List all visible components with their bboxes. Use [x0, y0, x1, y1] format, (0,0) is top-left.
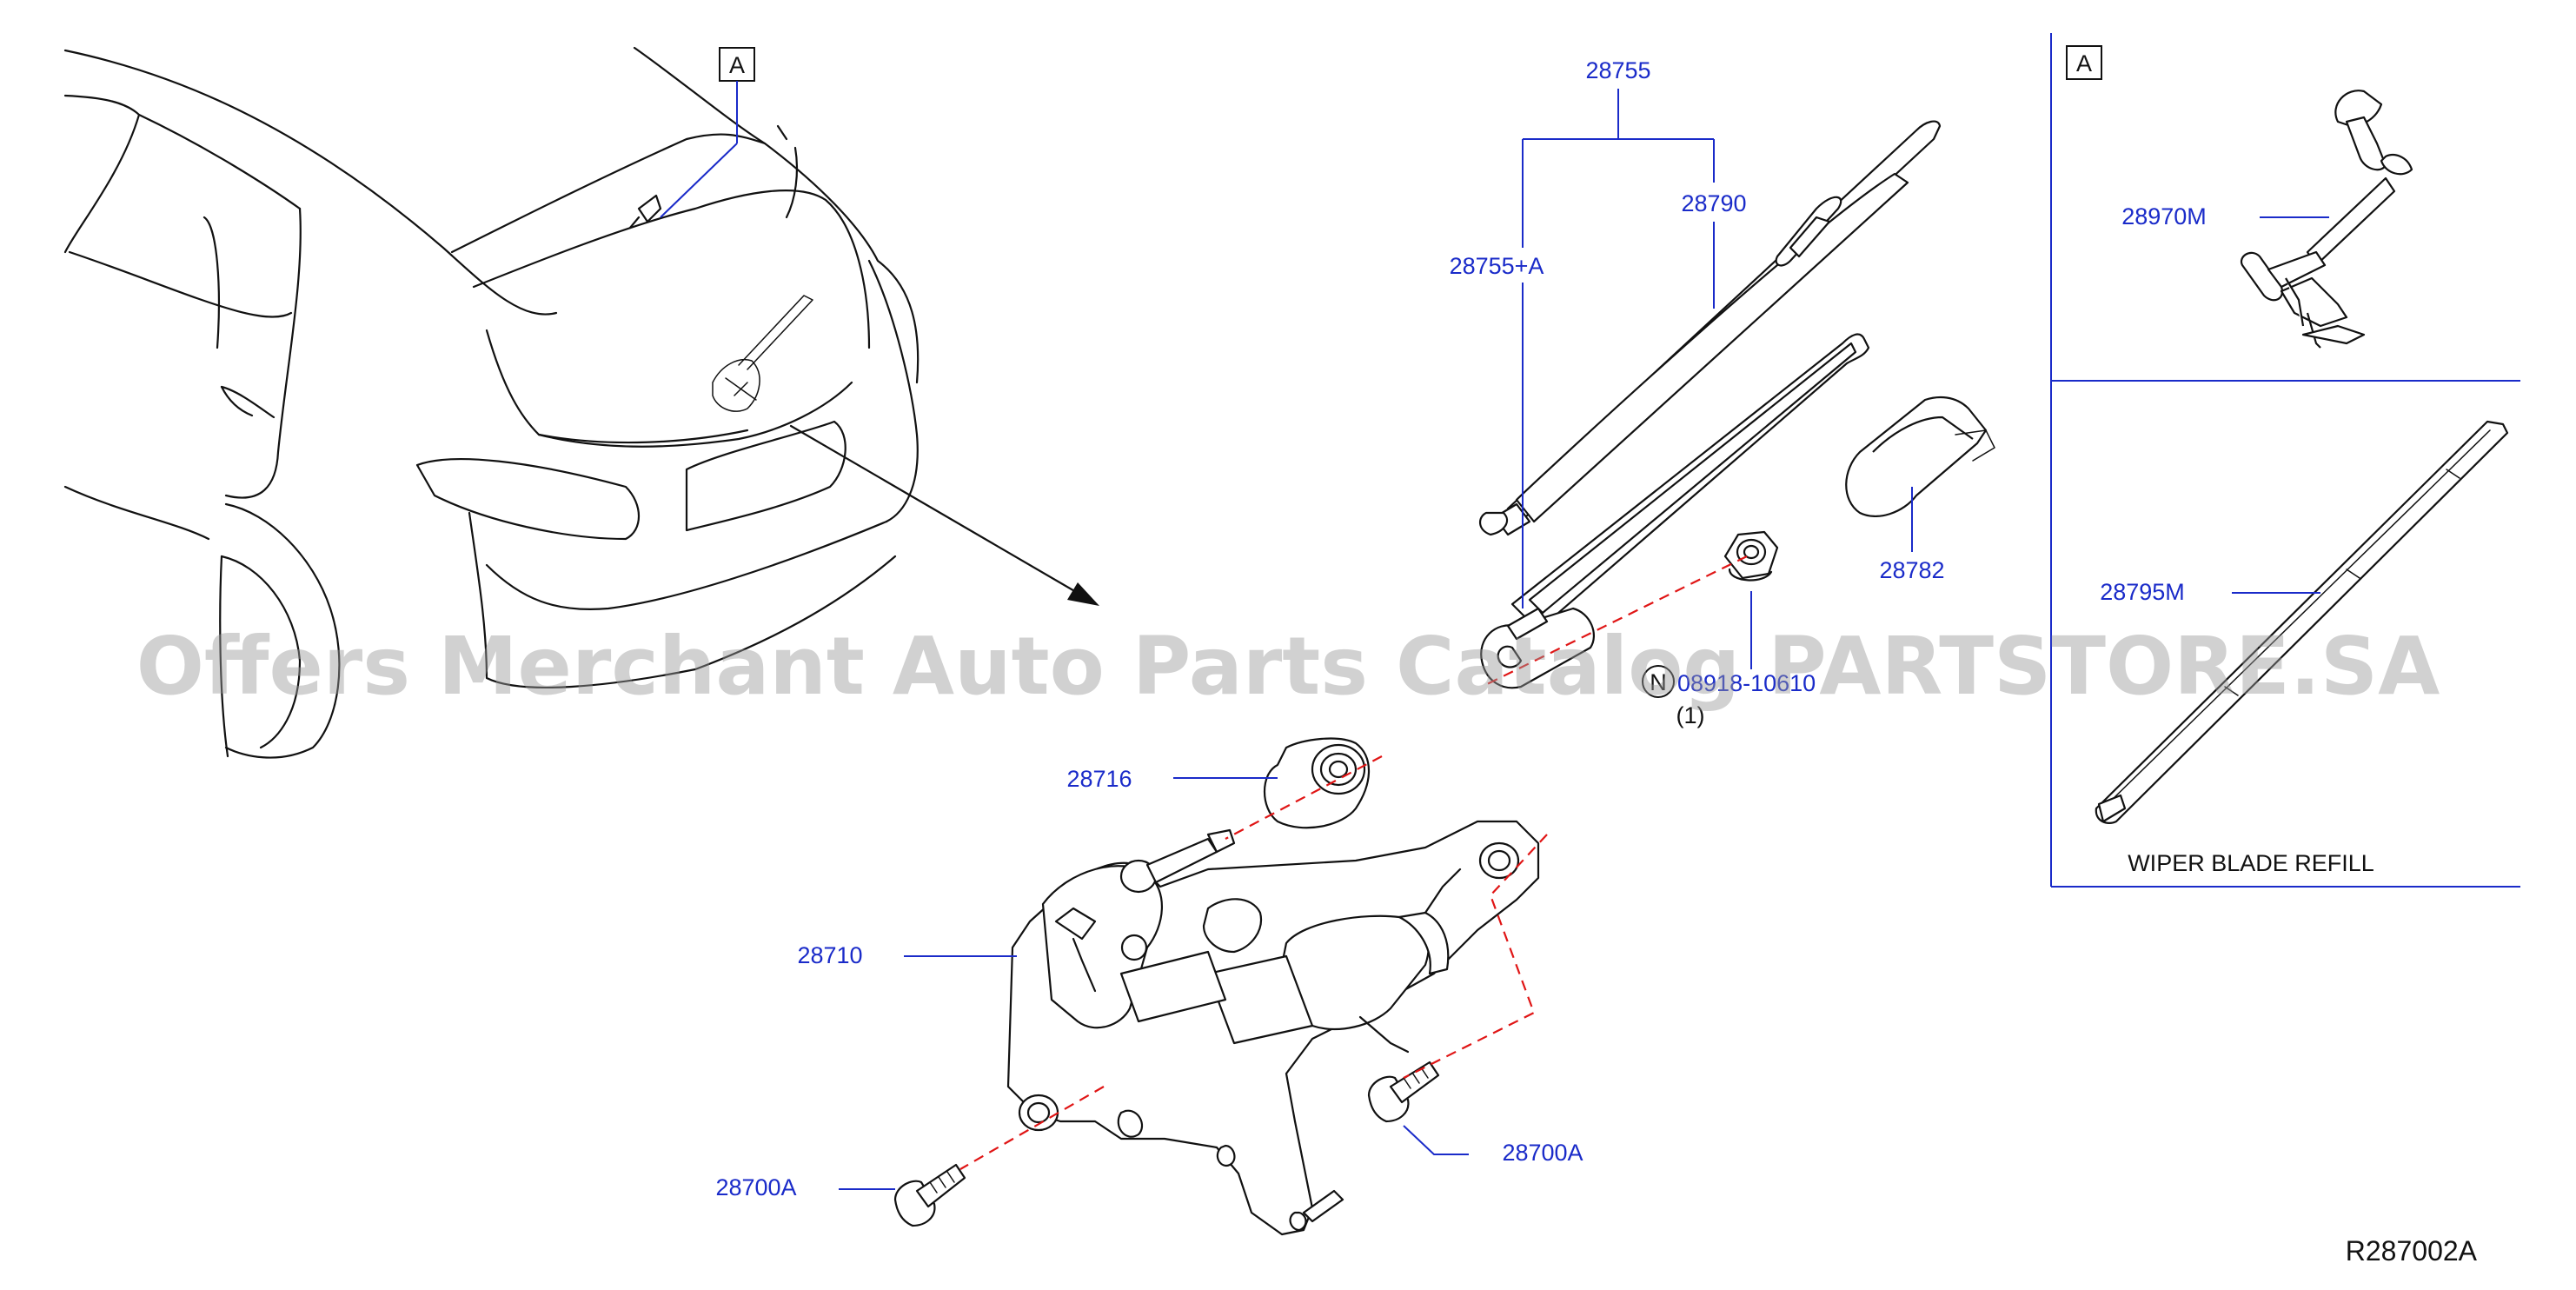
- view-a-marker-text: A: [729, 52, 745, 78]
- reference-code: R287002A: [2346, 1235, 2478, 1267]
- label-28790: 28790: [1681, 190, 1746, 216]
- label-28700a-left: 28700A: [715, 1174, 796, 1200]
- bolt-28700a-left: [893, 1163, 966, 1227]
- view-a-panel-marker-text: A: [2076, 50, 2092, 76]
- detail-arrow: [789, 424, 1099, 606]
- wiper-motor-28710: [1006, 820, 1540, 1236]
- wiper-blade-28755: [1480, 333, 1870, 689]
- label-28716: 28716: [1066, 766, 1132, 792]
- nut-08918: [1723, 530, 1779, 582]
- washer-nozzle-28970m: [2240, 90, 2413, 349]
- label-28795m: 28795M: [2100, 579, 2185, 605]
- label-08918: 08918-10610: [1677, 670, 1816, 696]
- cap-28716: [1263, 737, 1371, 829]
- view-a-panel: A 28970M 28795M WIPER BLADE REFILL: [2050, 33, 2520, 888]
- vehicle-rear-illustration: [63, 46, 920, 759]
- label-08918-prefix: N: [1650, 669, 1667, 695]
- label-28782: 28782: [1879, 557, 1944, 583]
- label-08918-qty: (1): [1676, 702, 1705, 728]
- label-28970m: 28970M: [2121, 203, 2207, 229]
- label-28755: 28755: [1585, 57, 1650, 83]
- view-a-callout: A: [660, 47, 755, 218]
- wiper-blade-refill-28795m: [2095, 420, 2509, 824]
- label-28710: 28710: [797, 942, 862, 968]
- bolt-28700a-right: [1367, 1061, 1440, 1123]
- wiper-cap-28782: [1845, 396, 1995, 517]
- refill-caption: WIPER BLADE REFILL: [2128, 850, 2374, 876]
- wiper-arm-28790: [1479, 120, 1942, 536]
- watermark-text: Offers Merchant Auto Parts Catalog PARTS…: [136, 620, 2440, 713]
- part-labels: 28755 28790 28755+A 28782 N 08918-10610 …: [715, 57, 1944, 1200]
- label-28700a-right: 28700A: [1502, 1140, 1583, 1166]
- assembly-guides: [959, 555, 1748, 1170]
- label-28755-a: 28755+A: [1450, 253, 1544, 279]
